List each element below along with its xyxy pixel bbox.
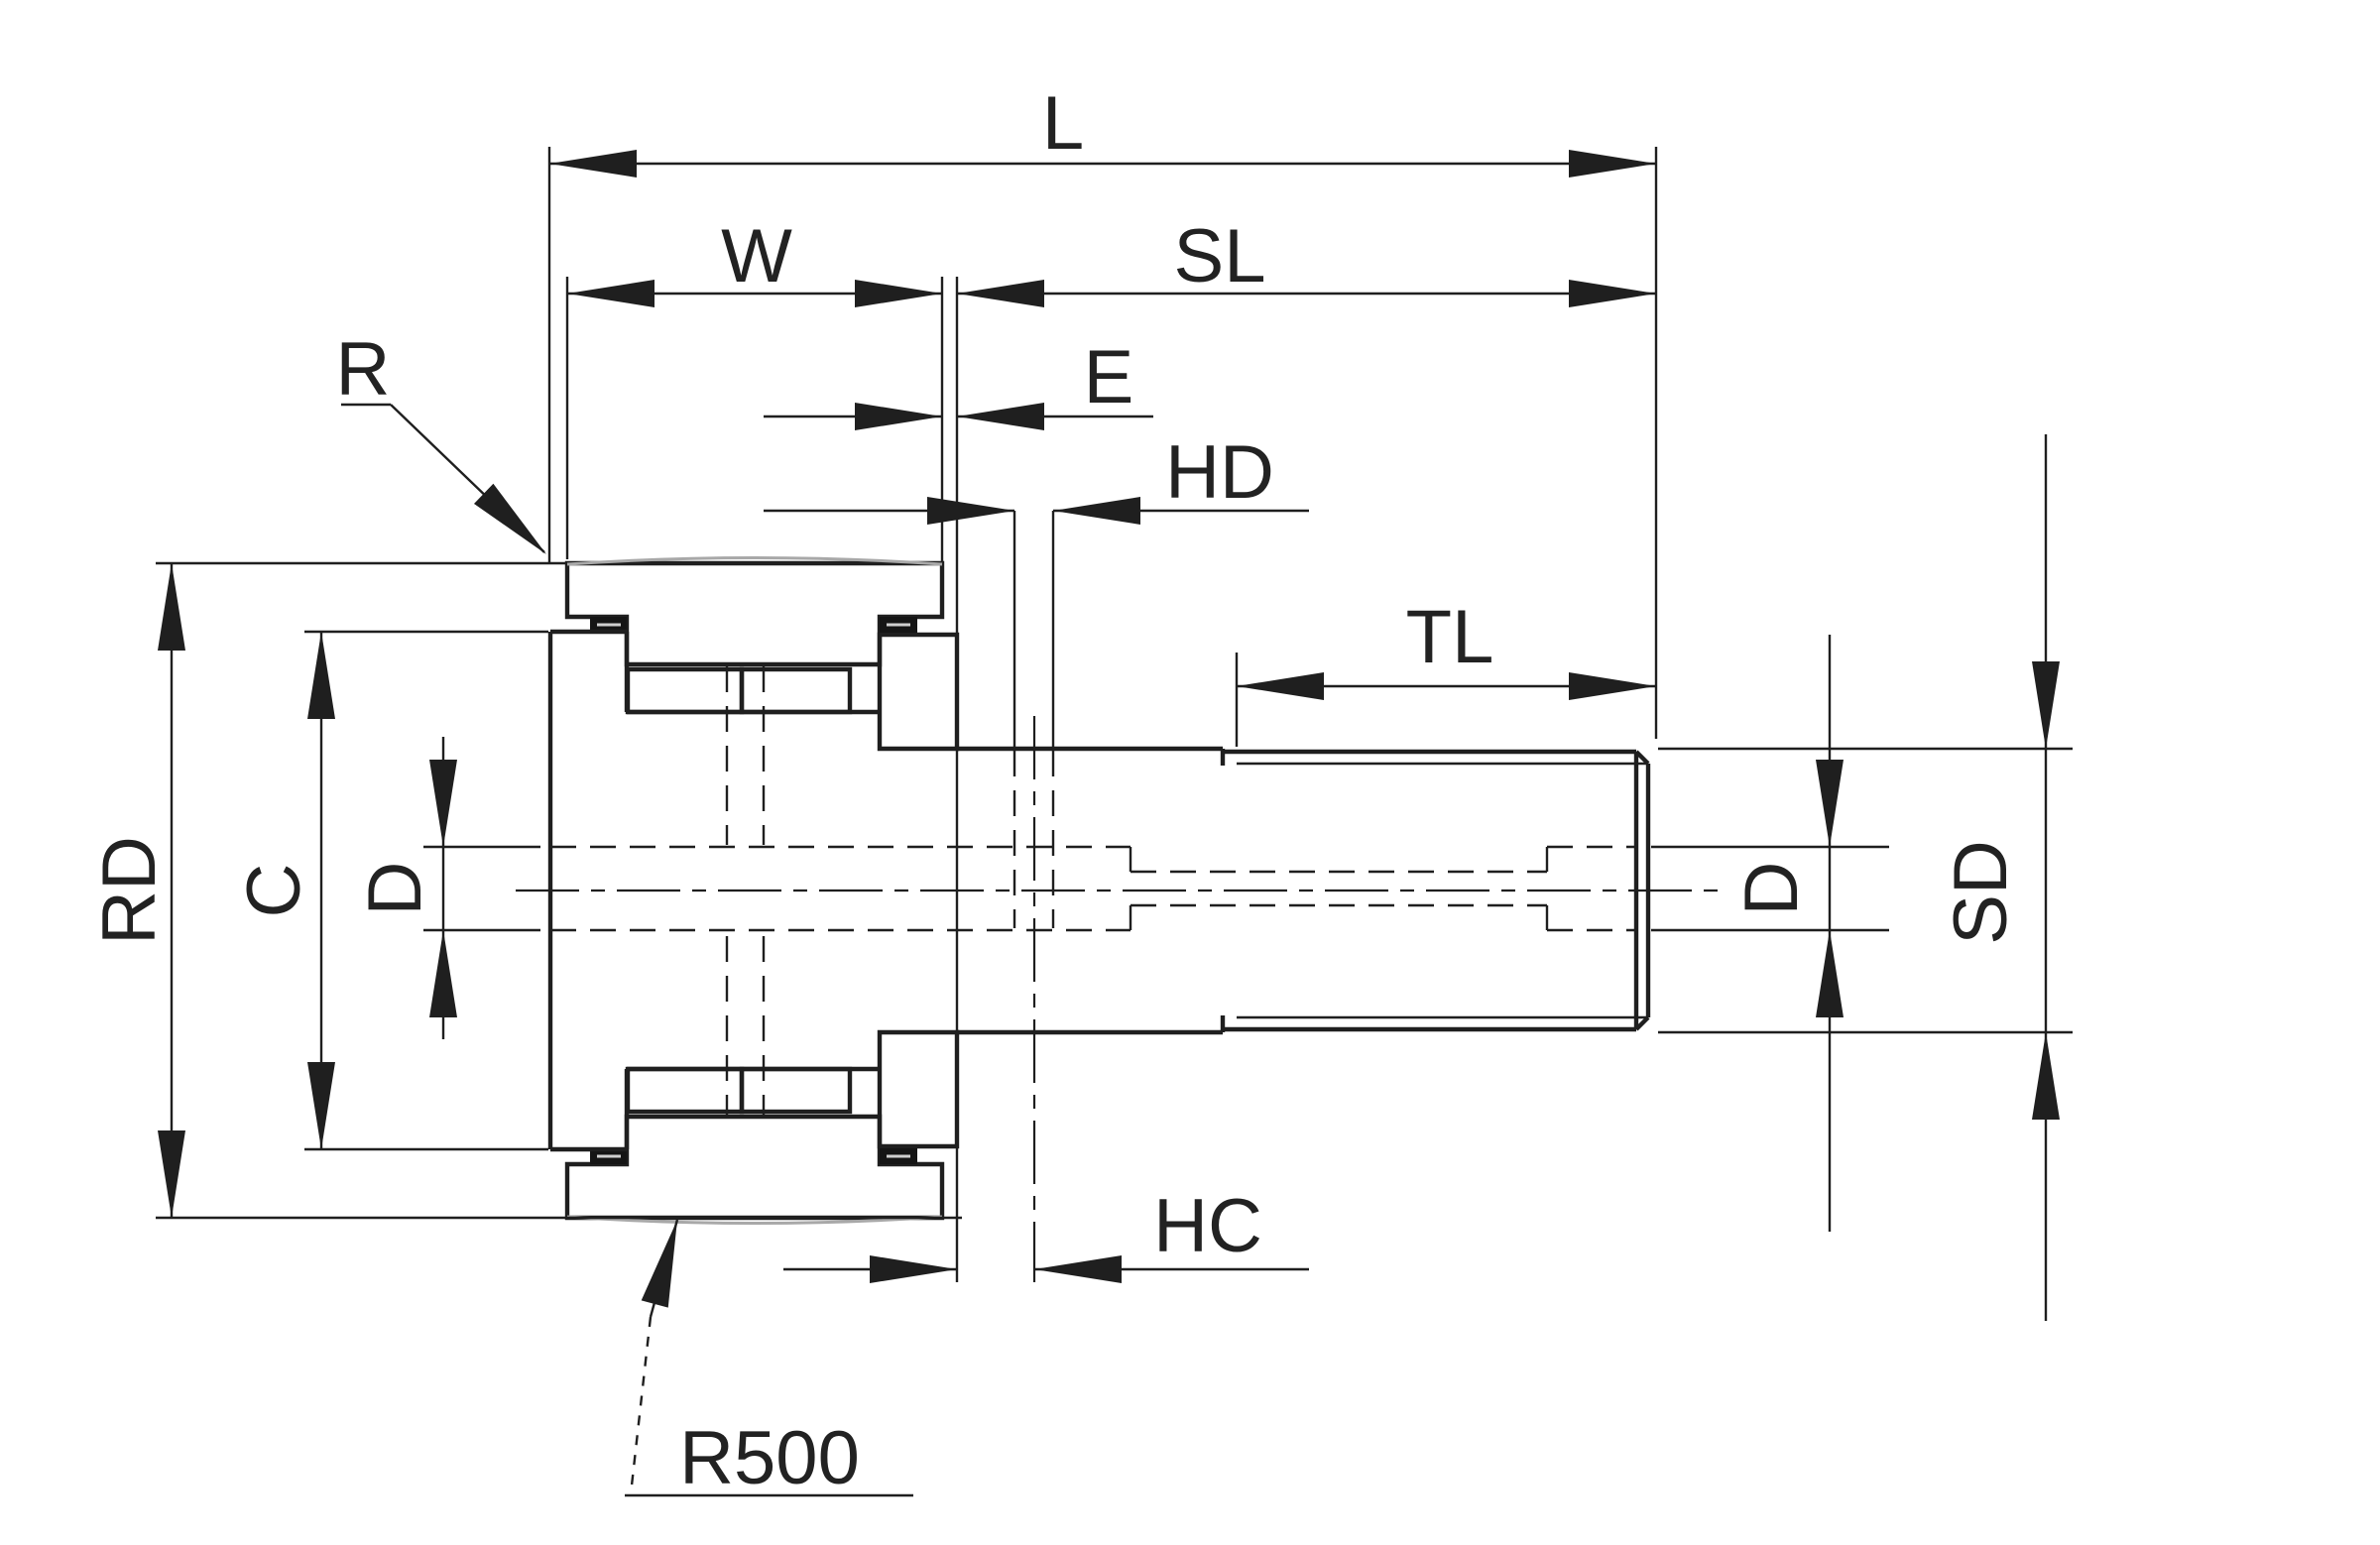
label-overall-length: L — [1042, 81, 1084, 166]
label-roller-outer-diameter: RD — [87, 836, 172, 945]
centerlines — [516, 716, 1726, 1282]
extension-lines — [156, 147, 2073, 1282]
label-roller-width: W — [721, 214, 792, 298]
axial-grease-hole — [550, 845, 1634, 932]
label-grease-hole-diameter: HD — [1165, 430, 1274, 515]
leader-R500-dashed — [630, 1316, 653, 1486]
label-axial-hole-diameter-left: D — [353, 862, 437, 916]
dimension-arrowheads — [158, 150, 2060, 1308]
radial-grease-hole-head — [725, 666, 766, 1115]
leader-lines — [341, 403, 913, 1497]
label-crown-radius: R500 — [679, 1416, 860, 1500]
outer-ring-top-section — [564, 560, 945, 667]
crown-arc-bottom — [566, 1215, 943, 1225]
needle-roller — [625, 1066, 745, 1115]
seal-slits — [597, 623, 910, 1158]
label-hole-center-distance: HC — [1153, 1184, 1262, 1268]
label-axial-hole-diameter-right: D — [1729, 862, 1814, 916]
needle-roller — [739, 666, 853, 715]
label-stud-diameter: SD — [1939, 840, 2023, 945]
label-stud-length: SL — [1174, 214, 1266, 298]
hidden-grease-holes — [550, 666, 1634, 1115]
thread-root-lines — [1237, 762, 1648, 1019]
label-flange-protrusion: E — [1084, 335, 1134, 419]
needle-roller — [739, 1066, 853, 1115]
label-corner-radius: R — [336, 327, 391, 412]
dimension-labels: L W SL E HD R TL RD C D D SD HC R500 — [87, 81, 2023, 1500]
seal-rings — [590, 617, 917, 1164]
needle-roller — [625, 666, 745, 715]
radial-grease-hole-shank — [1012, 751, 1055, 928]
crown-arc-top — [566, 556, 943, 566]
flange-bottom-section — [877, 1029, 960, 1149]
label-thread-length: TL — [1406, 595, 1494, 679]
label-head-end-face-diameter: C — [232, 864, 316, 918]
outer-ring-bottom-section — [564, 1114, 945, 1221]
flange-top-section — [877, 632, 960, 752]
